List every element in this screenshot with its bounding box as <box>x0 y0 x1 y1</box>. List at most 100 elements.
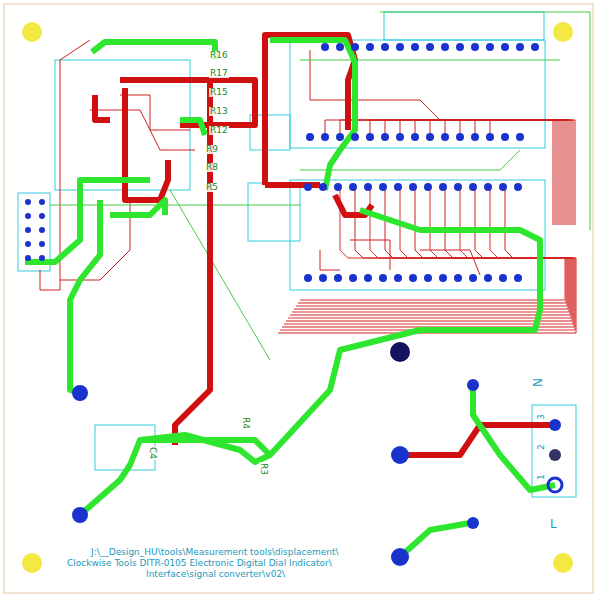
pcb-graphic <box>170 190 270 360</box>
pcb-graphic <box>486 133 494 141</box>
pcb-graphic <box>120 95 190 130</box>
pcb-graphic <box>180 120 205 135</box>
pcb-graphic <box>411 133 419 141</box>
pcb-graphic <box>391 548 409 566</box>
pcb-graphic <box>25 199 31 205</box>
component-designator: R8 <box>205 163 219 172</box>
pcb-graphic <box>22 553 42 573</box>
pcb-graphic <box>411 43 419 51</box>
pcb-graphic <box>25 213 31 219</box>
pcb-graphic <box>298 187 566 303</box>
pcb-graphic <box>415 120 563 225</box>
pcb-graphic <box>396 133 404 141</box>
pcb-graphic <box>380 12 590 230</box>
pcb-graphic <box>469 274 477 282</box>
pcb-graphic <box>445 120 559 225</box>
pcb-graphic <box>430 120 561 225</box>
pcb-graphic <box>319 274 327 282</box>
file-path-note: Clockwise Tools DITR-0105 Electronic Dig… <box>66 559 333 568</box>
pcb-graphic <box>336 133 344 141</box>
pcb-graphic <box>385 120 567 225</box>
pcb-graphic <box>284 187 573 324</box>
pcb-graphic <box>351 43 359 51</box>
pcb-graphic <box>456 43 464 51</box>
component-designator: R3 <box>259 462 268 476</box>
pcb-graphic <box>467 517 479 529</box>
pcb-graphic <box>25 227 31 233</box>
pcb-graphic <box>454 183 462 191</box>
pcb-graphic <box>278 187 576 333</box>
pcb-graphic <box>516 133 524 141</box>
pcb-graphic <box>340 120 573 225</box>
pcb-graphic <box>364 183 372 191</box>
pcb-graphic <box>319 183 327 191</box>
pcb-graphic <box>475 120 555 225</box>
component-designator: R13 <box>209 107 229 116</box>
terminal-label: 3 <box>537 413 546 421</box>
component-designator: R9 <box>205 145 219 154</box>
pcb-graphic <box>90 110 195 150</box>
mounting-holes <box>22 22 573 573</box>
pcb-graphic <box>364 274 372 282</box>
pcb-graphic <box>379 274 387 282</box>
pcb-graphic <box>426 133 434 141</box>
pcb-graphic <box>471 43 479 51</box>
pcb-graphic <box>471 133 479 141</box>
pcb-graphic <box>125 88 168 200</box>
pcb-graphic <box>351 133 359 141</box>
pcb-graphic <box>349 274 357 282</box>
pcb-graphic <box>294 187 568 309</box>
pcb-graphic <box>484 183 492 191</box>
pcb-graphic <box>501 43 509 51</box>
pcb-graphic <box>355 120 571 225</box>
pcb-graphic <box>516 43 524 51</box>
pcb-graphic <box>296 187 567 306</box>
pcb-graphic <box>270 40 355 190</box>
pcb-graphic <box>288 187 571 318</box>
pcb-graphic <box>467 379 479 391</box>
pcb-graphic <box>486 43 494 51</box>
pcb-graphic <box>349 183 357 191</box>
pcb-graphic <box>306 133 314 141</box>
pcb-graphic <box>175 80 210 445</box>
pcb-graphic <box>321 133 329 141</box>
pcb-graphic <box>499 274 507 282</box>
component-designator: C4 <box>148 446 157 460</box>
pcb-graphic <box>454 274 462 282</box>
pcb-graphic <box>424 183 432 191</box>
pcb-graphic <box>304 183 312 191</box>
pcb-graphic <box>460 120 557 225</box>
pcb-graphic <box>39 255 45 261</box>
pcb-graphic <box>400 523 470 557</box>
pcb-graphic <box>92 42 215 60</box>
pcb-graphic <box>490 120 553 225</box>
pcb-graphic <box>39 241 45 247</box>
pcb-graphic <box>290 180 545 290</box>
board-outline <box>4 4 593 593</box>
pcb-graphic <box>531 43 539 51</box>
pcb-graphic <box>39 213 45 219</box>
pcb-graphic <box>424 274 432 282</box>
pcb-graphic <box>286 187 572 321</box>
pcb-graphic <box>265 35 355 185</box>
thin-traces <box>40 12 590 360</box>
pcb-graphic <box>72 507 88 523</box>
pcb-graphic <box>400 425 555 455</box>
pcb-graphic <box>379 183 387 191</box>
pcb-graphic <box>366 43 374 51</box>
pcb-graphic <box>441 43 449 51</box>
pcb-graphic <box>95 95 110 120</box>
pcb-graphic <box>391 446 409 464</box>
pcb-graphic <box>72 385 88 401</box>
pcb-graphic <box>473 385 555 490</box>
pcb-graphic <box>548 478 562 492</box>
ground-traces <box>25 40 555 557</box>
file-path-note: J:\__Design_HU\tools\Measurement tools\d… <box>90 548 340 557</box>
component-designator: R15 <box>209 88 229 97</box>
pcb-graphic <box>381 133 389 141</box>
pcb-graphic <box>484 274 492 282</box>
pcb-graphic <box>25 180 150 262</box>
pcb-graphic <box>426 43 434 51</box>
terminal-label: L <box>549 518 558 530</box>
pcb-graphic <box>290 40 545 148</box>
